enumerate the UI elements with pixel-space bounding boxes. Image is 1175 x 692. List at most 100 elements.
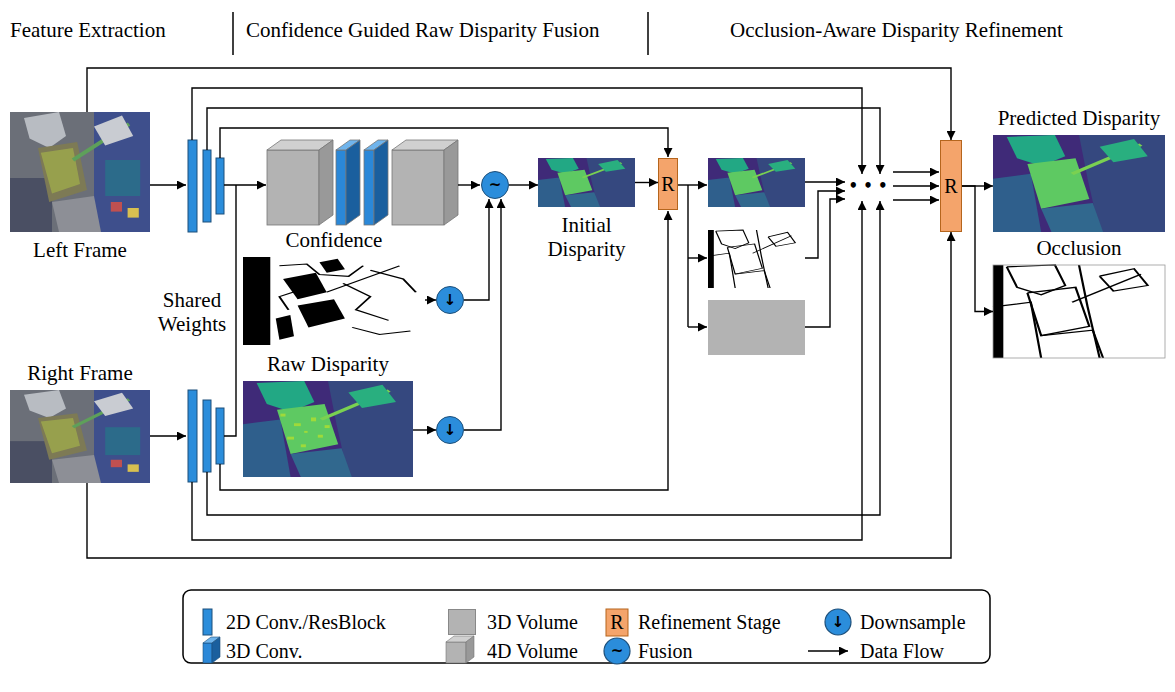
data-flow-arrow bbox=[962, 186, 993, 312]
conv-block bbox=[203, 400, 211, 472]
confidence-map: Confidence bbox=[243, 257, 425, 345]
refinement-stage: R bbox=[940, 140, 962, 232]
legend-refinement-sample bbox=[606, 609, 628, 636]
occlusion-image bbox=[993, 265, 1165, 358]
legend-text: 2D Conv./ResBlock bbox=[226, 611, 386, 634]
node-symbol: ↓ bbox=[444, 293, 457, 308]
data-flow-line bbox=[678, 184, 707, 185]
conv-block bbox=[188, 140, 197, 232]
data-flow-line bbox=[220, 128, 668, 158]
raw-disparity-noise bbox=[280, 414, 329, 448]
data-flow-line bbox=[805, 191, 845, 258]
image-caption: Occlusion bbox=[1036, 236, 1121, 260]
image-frame bbox=[993, 265, 1165, 358]
label-holder: Confidence Guided Raw Disparity Fusion bbox=[246, 18, 599, 42]
data-flow-arrow bbox=[87, 68, 951, 140]
data-flow-line bbox=[688, 257, 707, 258]
legend-item: Fusion bbox=[638, 640, 692, 663]
legend-text: Fusion bbox=[638, 640, 692, 663]
section-divider bbox=[232, 12, 234, 55]
volume-front bbox=[392, 150, 444, 225]
data-flow-line bbox=[893, 199, 939, 200]
legend-text: 3D Volume bbox=[487, 611, 578, 634]
input-image: Right Frame bbox=[10, 390, 150, 483]
downsample-op: ↓ bbox=[436, 416, 464, 444]
conv3d-front bbox=[364, 150, 374, 225]
conv3d-front bbox=[336, 150, 346, 225]
legend-symbol: R bbox=[610, 612, 623, 632]
conv-block bbox=[203, 150, 211, 222]
volume-front bbox=[267, 150, 319, 225]
node-symbol: R bbox=[661, 174, 674, 194]
data-flow-line bbox=[805, 199, 845, 327]
data-flow-line bbox=[893, 171, 939, 172]
legend-item: 4D Volume bbox=[487, 640, 578, 663]
occlusion-map: Occlusion bbox=[993, 265, 1165, 358]
confidence-image bbox=[243, 257, 425, 345]
data-flow-line bbox=[893, 185, 939, 186]
predicted-disparity-image bbox=[993, 135, 1165, 232]
volume-side bbox=[444, 140, 458, 225]
legend-text: 4D Volume bbox=[487, 640, 578, 663]
legend-item: 3D Conv. bbox=[226, 640, 302, 663]
left-frame-image bbox=[10, 112, 150, 232]
legend-volume4d-side bbox=[466, 636, 474, 663]
label-holder: R bbox=[610, 612, 623, 632]
legend-swatch bbox=[448, 609, 476, 635]
data-flow-arrow bbox=[464, 199, 489, 300]
data-flow-line bbox=[458, 184, 480, 185]
image-caption: Left Frame bbox=[33, 238, 127, 262]
section-divider bbox=[647, 12, 649, 55]
legend-item: Downsample bbox=[860, 611, 966, 634]
data-flow-line bbox=[192, 88, 862, 174]
section-heading: Confidence Guided Raw Disparity Fusion bbox=[246, 18, 599, 42]
data-flow-arrow bbox=[87, 232, 951, 558]
disparity-map: Predicted Disparity bbox=[993, 135, 1165, 232]
legend-volume4d-front bbox=[446, 642, 466, 663]
legend-item: 3D Volume bbox=[487, 611, 578, 634]
image-caption: Predicted Disparity bbox=[998, 106, 1161, 130]
initial-disparity-image bbox=[538, 158, 635, 207]
legend-conv3d-front bbox=[203, 643, 212, 663]
label-holder: Occlusion-Aware Disparity Refinement bbox=[730, 18, 1063, 42]
legend-text: Refinement Stage bbox=[638, 611, 781, 634]
data-flow-arrow bbox=[413, 429, 436, 430]
conv-block bbox=[216, 158, 224, 214]
data-flow-line bbox=[224, 185, 236, 436]
data-flow-line bbox=[805, 181, 845, 182]
legend-item: 2D Conv./ResBlock bbox=[226, 611, 386, 634]
refinement-stage: R bbox=[658, 158, 678, 210]
volume-side bbox=[319, 140, 333, 225]
legend-conv2d-sample bbox=[203, 609, 212, 635]
data-flow-line bbox=[192, 201, 862, 540]
legend-text: Downsample bbox=[860, 611, 966, 634]
data-flow-arrow bbox=[464, 199, 501, 430]
intermediate-occlusion-image bbox=[708, 230, 805, 288]
right-frame-image bbox=[10, 390, 150, 483]
fusion-op: ~ bbox=[481, 171, 509, 199]
conv3d-side bbox=[346, 140, 360, 225]
legend-conv3d-side bbox=[212, 637, 220, 663]
drawn-g bbox=[203, 637, 220, 663]
drawn-g bbox=[150, 88, 939, 540]
label-holder: ↓ bbox=[832, 615, 845, 630]
node-symbol: R bbox=[944, 176, 957, 196]
data-flow-line bbox=[224, 184, 266, 185]
image-caption: Right Frame bbox=[27, 361, 133, 385]
conv-block bbox=[216, 408, 224, 464]
intermediate-disparity-image bbox=[708, 158, 805, 207]
legend-text: 3D Conv. bbox=[226, 640, 302, 663]
label-holder: ~ bbox=[611, 644, 624, 659]
legend-dataflow-sample bbox=[808, 650, 848, 651]
disparity-map: Initial Disparity bbox=[538, 158, 635, 207]
downsample-op: ↓ bbox=[436, 286, 464, 314]
conv3d-side bbox=[374, 140, 388, 225]
data-flow-arrow bbox=[425, 299, 436, 300]
image-caption: Initial Disparity bbox=[531, 213, 643, 261]
data-flow-line bbox=[207, 108, 880, 174]
drawn-g bbox=[446, 636, 474, 663]
data-flow-line bbox=[687, 185, 688, 327]
ellipsis: • • • bbox=[846, 178, 889, 195]
